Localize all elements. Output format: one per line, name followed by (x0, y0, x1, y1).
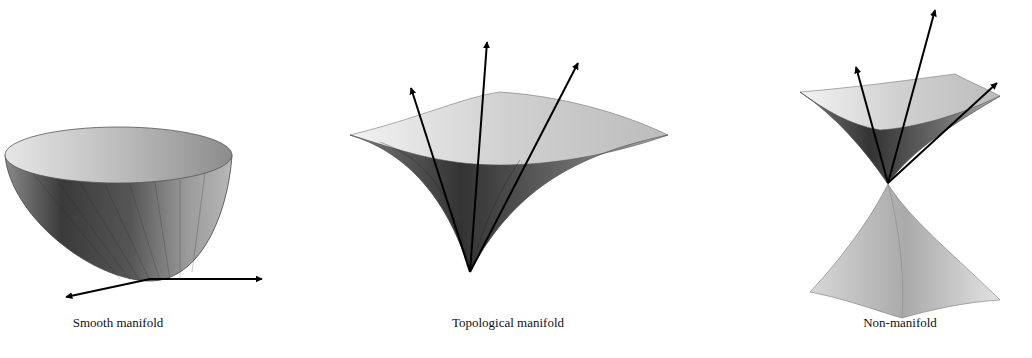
apex-arrows (856, 10, 997, 183)
tangent-arrows (66, 279, 262, 297)
caption-label: Topological manifold (452, 315, 564, 331)
bowl-surface (5, 127, 232, 281)
caption-label: Smooth manifold (73, 315, 164, 331)
cone-arrows (411, 42, 578, 272)
double-cone (800, 74, 1000, 318)
caption-label: Non-manifold (863, 315, 937, 331)
cusp-surface (350, 92, 668, 272)
